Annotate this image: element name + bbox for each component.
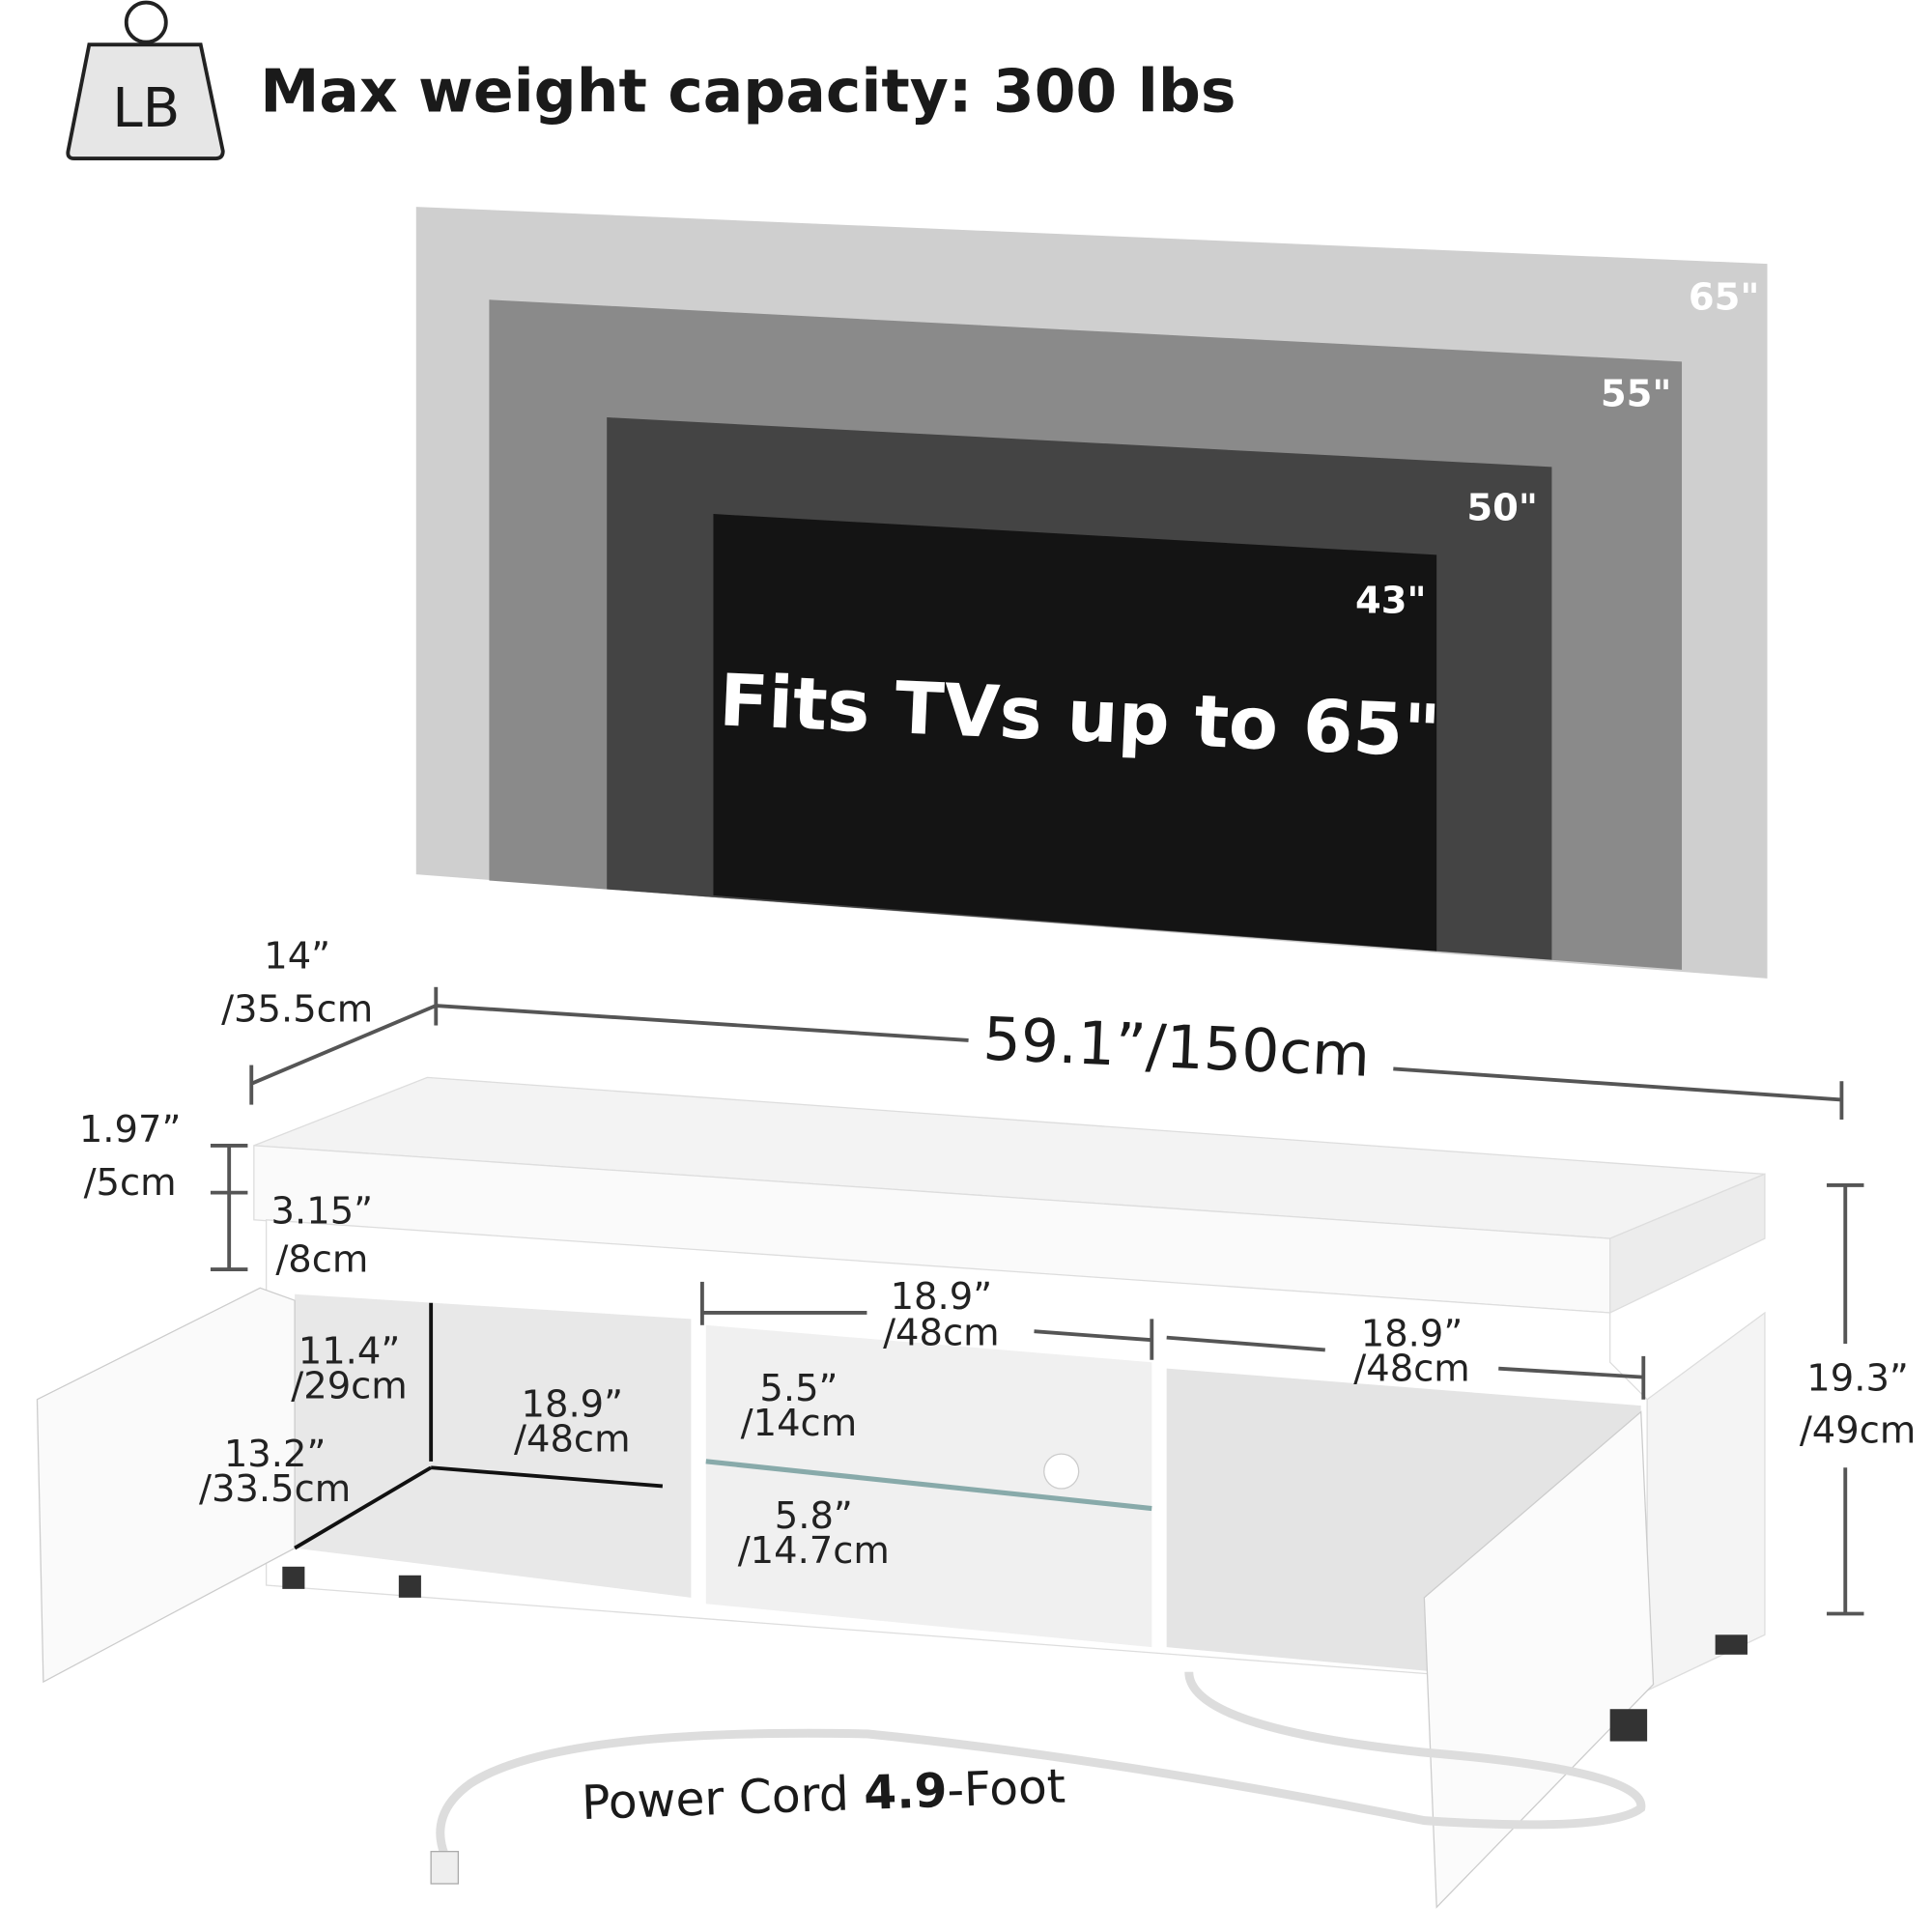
- top-thickness-in: 1.97”: [79, 1108, 182, 1151]
- right-width-cm: /48cm: [1353, 1347, 1470, 1390]
- left-height-cm: /29cm: [291, 1364, 407, 1407]
- power-cord-length: 4.9: [863, 1764, 948, 1821]
- power-cord: [436, 1671, 1646, 1860]
- tv-50-label: 50": [1466, 486, 1538, 529]
- dimension-lines: [210, 986, 1864, 1616]
- upper-shelf-in: 5.5”: [759, 1367, 838, 1410]
- led-gap-cm: /8cm: [275, 1238, 368, 1282]
- total-height-in: 19.3”: [1806, 1357, 1909, 1401]
- left-depth-cm: /33.5cm: [199, 1467, 351, 1511]
- left-depth-in: 13.2”: [224, 1433, 327, 1476]
- lower-shelf-in: 5.8”: [775, 1494, 853, 1538]
- tv-43-outline: [713, 514, 1437, 952]
- middle-width-cm: /48cm: [883, 1311, 1000, 1354]
- depth-in: 14”: [264, 935, 330, 979]
- tv-55-label: 55": [1601, 373, 1672, 416]
- weight-icon-label: LB: [112, 77, 180, 140]
- total-height-cm: /49cm: [1800, 1409, 1917, 1453]
- tv-stand-illustration: [36, 1076, 1766, 1909]
- max-weight-title: Max weight capacity: 300 lbs: [260, 56, 1236, 126]
- left-height-in: 11.4”: [298, 1330, 401, 1374]
- led-gap-in: 3.15”: [271, 1190, 374, 1234]
- left-width-in: 18.9”: [522, 1383, 624, 1427]
- tv-65-label: 65": [1689, 276, 1760, 320]
- power-cord-label: Power Cord 4.9-Foot: [581, 1760, 1066, 1831]
- width-label: 59.1”/150cm: [981, 1004, 1371, 1090]
- lower-shelf-cm: /14.7cm: [738, 1529, 890, 1573]
- tv-43-label: 43": [1355, 580, 1427, 623]
- power-cord-suffix: -Foot: [946, 1760, 1065, 1818]
- right-width-in: 18.9”: [1361, 1313, 1463, 1356]
- power-cord-prefix: Power Cord: [581, 1767, 865, 1831]
- middle-width-in: 18.9”: [891, 1275, 993, 1319]
- weight-icon: LB: [66, 0, 225, 161]
- plug-icon: [430, 1851, 459, 1885]
- top-thickness-cm: /5cm: [84, 1161, 177, 1205]
- upper-shelf-cm: /14cm: [741, 1402, 858, 1445]
- depth-cm: /35.5cm: [221, 988, 373, 1032]
- left-width-cm: /48cm: [514, 1418, 631, 1462]
